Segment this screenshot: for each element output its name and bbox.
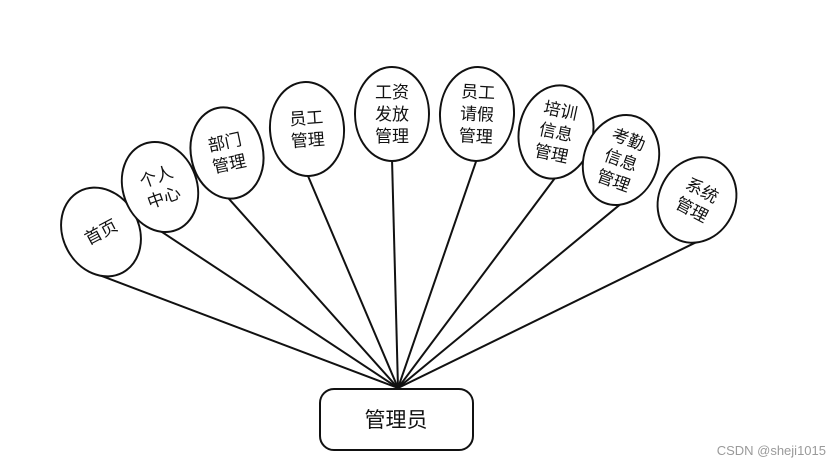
connector-line-8 [397, 202, 622, 389]
module-ellipse [189, 106, 265, 200]
connector-line-4 [306, 173, 399, 389]
root-node: 管理员 [319, 388, 474, 451]
module-label-line: 管理 [375, 127, 409, 147]
connector-line-2 [159, 229, 399, 389]
module-label-line: 工资 [375, 83, 409, 103]
connector-line-6 [397, 158, 478, 389]
module-ellipse [581, 113, 661, 207]
module-label-line: 管理 [290, 130, 325, 152]
module-label-line: 发放 [375, 105, 409, 125]
module-label-line: 员工 [461, 82, 496, 104]
module-bubbles: 首页个人中心部门管理员工管理工资发放管理员工请假管理培训信息管理考勤信息管理系统… [60, 66, 738, 278]
connector-line-5 [391, 158, 399, 389]
connector-lines [100, 158, 698, 389]
module-label-line: 员工 [289, 108, 324, 130]
module-ellipse [120, 140, 200, 234]
root-label: 管理员 [365, 408, 428, 432]
connector-line-7 [397, 176, 557, 389]
root-box [319, 388, 474, 451]
connector-line-1 [100, 274, 399, 389]
module-ellipse [354, 66, 430, 162]
connector-line-3 [226, 196, 399, 389]
connector-line-9 [397, 240, 698, 389]
module-ellipse [438, 66, 516, 162]
module-label-line: 请假 [459, 104, 494, 126]
module-ellipse [656, 156, 738, 244]
module-ellipse [268, 81, 346, 177]
watermark-text: CSDN @sheji1015 [716, 443, 826, 458]
module-label-line: 管理 [458, 126, 493, 148]
